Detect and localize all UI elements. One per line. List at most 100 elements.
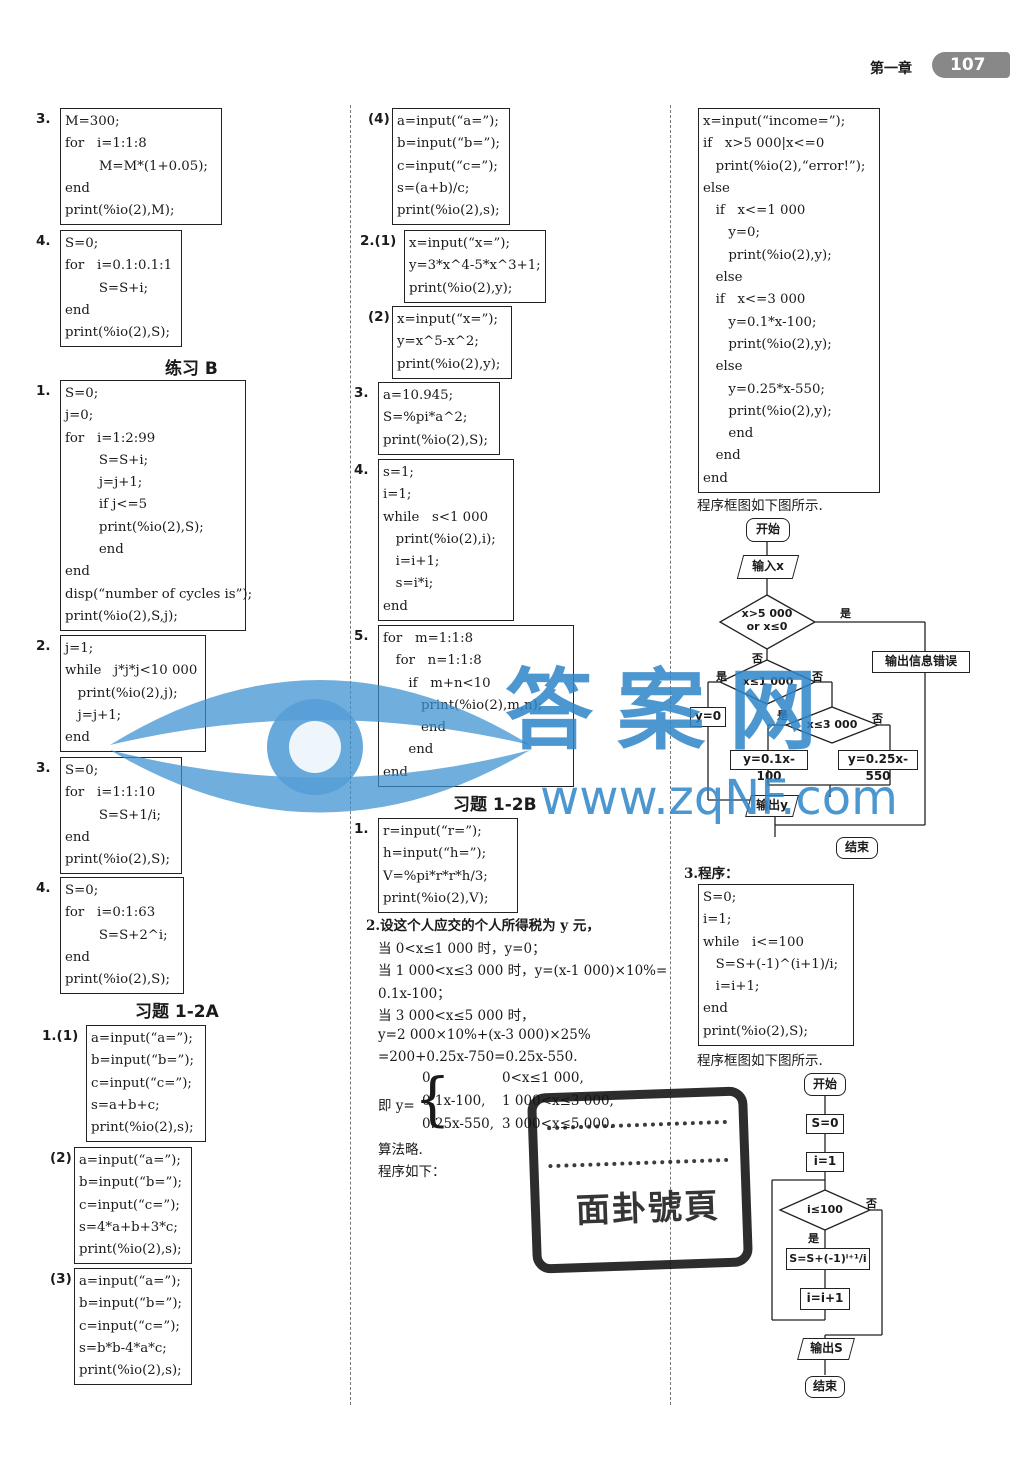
flow2-i1: i=1 <box>806 1152 844 1172</box>
code-line: for i=1:2:99 <box>65 430 156 446</box>
stamp-scribble <box>547 1119 729 1169</box>
tax-line: 2.设这个人应交的个人所得税为 y 元， <box>366 918 600 934</box>
code-line: M=300; <box>65 114 120 129</box>
flow1-end: 结束 <box>836 837 878 859</box>
code-line: s=a+b+c; <box>91 1097 160 1113</box>
flow2-end: 结束 <box>805 1376 845 1398</box>
code-line: if x<=3 000 <box>703 292 806 308</box>
code-line: y=0; <box>703 225 760 241</box>
code-line: s=b*b-4*a*c; <box>79 1340 167 1356</box>
page-number: 107 <box>950 55 986 75</box>
flow2-update: S=S+(-1)ⁱ⁺¹/i <box>786 1248 870 1270</box>
code-line: S=S+1/i; <box>65 807 161 823</box>
code-line: print(%io(2),S,j); <box>65 608 178 624</box>
code-line: b=input(“b=”); <box>79 1175 182 1191</box>
code-line: print(%io(2),y); <box>409 280 513 296</box>
flow2-start: 开始 <box>804 1073 846 1096</box>
code-line: end <box>703 426 754 442</box>
col2-b1-number: 1. <box>354 821 369 837</box>
code-line: y=0.25*x-550; <box>703 381 825 397</box>
code-line: for i=0:1:63 <box>65 905 156 921</box>
code-line: s=i*i; <box>383 576 434 592</box>
piecewise-function: 即 y= { 0,0<x≤1 000,0.1x-100,1 000<x≤3 00… <box>378 1065 618 1140</box>
piecewise-cond: 3 000<x≤5 000. <box>502 1116 614 1132</box>
code-line: S=S+i; <box>65 452 149 468</box>
flow1-yes-2: 是 <box>716 670 727 683</box>
code-line: s=1; <box>383 465 414 480</box>
chapter-label: 第一章 <box>870 61 912 77</box>
code-line: end <box>703 470 728 486</box>
flow1-yes-1: 是 <box>840 607 851 620</box>
code-line: while j*j*j<10 000 <box>65 663 198 679</box>
code-line: a=input(“a=”); <box>91 1031 193 1046</box>
code-line: y=0.1*x-100; <box>703 314 817 330</box>
col1-item-1-number: 4. <box>36 233 51 249</box>
code-line: end <box>65 829 90 845</box>
col2-item-2-code: x=input(“x=”);y=x^5-x^2;print(%io(2),y); <box>392 306 512 379</box>
code-line: while i<=100 <box>703 934 804 950</box>
flow1-start: 开始 <box>746 518 790 542</box>
code-line: print(%io(2),y); <box>703 403 832 419</box>
flow2-output: 输出S <box>797 1338 855 1360</box>
code-line: x=input(“x=”); <box>397 312 498 327</box>
code-line: for m=1:1:8 <box>383 631 474 646</box>
code-line: a=10.945; <box>383 388 454 403</box>
piecewise-cond: 0<x≤1 000, <box>502 1070 584 1086</box>
code-line: else <box>703 359 743 375</box>
code-line: y=3*x^4-5*x^3+1; <box>409 258 541 274</box>
code-line: print(%io(2),s); <box>79 1242 182 1258</box>
code-line: for i=1:1:10 <box>65 785 156 801</box>
code-line: i=i+1; <box>383 554 440 570</box>
code-line: a=input(“a=”); <box>397 114 499 129</box>
code-line: b=input(“b=”); <box>79 1296 182 1312</box>
code-line: print(%io(2),y); <box>397 356 501 372</box>
code-line: end <box>65 730 90 746</box>
code-line: print(%io(2),M); <box>65 203 175 219</box>
code-line: S=0; <box>65 763 99 778</box>
flow2-cond-text: i≤100 <box>807 1203 843 1216</box>
ink-stamp: 面卦號頁 <box>526 1086 754 1274</box>
flow2-yes: 是 <box>808 1232 819 1245</box>
col1-a-item-1-number: (2) <box>50 1150 72 1166</box>
code-line: i=i+1; <box>703 979 760 995</box>
tax-line: 当 1 000<x≤3 000 时，y=(x-1 000)×10%= <box>378 963 668 979</box>
code-line: disp(“number of cycles is”); <box>65 586 253 602</box>
column-divider-2 <box>670 105 671 1405</box>
code-line: S=%pi*a^2; <box>383 410 468 426</box>
col1-item-0-number: 3. <box>36 111 51 127</box>
flow2-s0: S=0 <box>806 1114 844 1134</box>
col1-a-item-0-number: 1.(1) <box>42 1028 79 1044</box>
flowchart-tax-lines <box>707 542 926 837</box>
flow1-output: 输出y <box>745 795 799 817</box>
col2-item-1-code: x=input(“x=”);y=3*x^4-5*x^3+1;print(%io(… <box>404 230 546 303</box>
code-line: print(%io(2),m,n); <box>383 697 543 713</box>
col1-b-item-3-number: 4. <box>36 880 51 896</box>
col2-item-3-code: a=10.945;S=%pi*a^2;print(%io(2),S); <box>378 382 500 455</box>
tax-line: 当 3 000<x≤5 000 时， <box>378 1008 535 1024</box>
code-line: print(%io(2),S); <box>703 1023 808 1039</box>
code-line: print(%io(2),s); <box>397 203 500 219</box>
col2-item-1-number: 2.(1) <box>360 233 397 249</box>
piecewise-expr: 0, <box>422 1070 435 1086</box>
piecewise-prefix: 即 y= <box>378 1098 415 1114</box>
code-line: S=S+(-1)^(i+1)/i; <box>703 956 839 972</box>
code-line: r=input(“r=”); <box>383 824 482 839</box>
flow2-inc: i=i+1 <box>800 1288 850 1310</box>
heading-exercise-b: 练习 B <box>165 359 218 379</box>
code-line: print(%io(2),y); <box>703 336 832 352</box>
code-line: end <box>703 448 741 464</box>
code-line: j=0; <box>65 408 94 424</box>
flow1-yb: y=0.25x-550 <box>838 750 918 783</box>
code-line: s=(a+b)/c; <box>397 180 470 196</box>
flow1-input: 输入x <box>736 555 800 579</box>
col2-item-4-code: s=1;i=1;while s<1 000 print(%io(2),i); i… <box>378 459 514 622</box>
col2-item-0-number: (4) <box>368 111 390 127</box>
flowchart-series-lines <box>771 1096 883 1375</box>
code-line: else <box>703 180 730 196</box>
code-line: for n=1:1:8 <box>383 653 482 669</box>
flow1-no-3: 否 <box>872 712 883 725</box>
flow1-y0: y=0 <box>690 707 726 727</box>
flow1-no-2: 否 <box>812 670 823 683</box>
